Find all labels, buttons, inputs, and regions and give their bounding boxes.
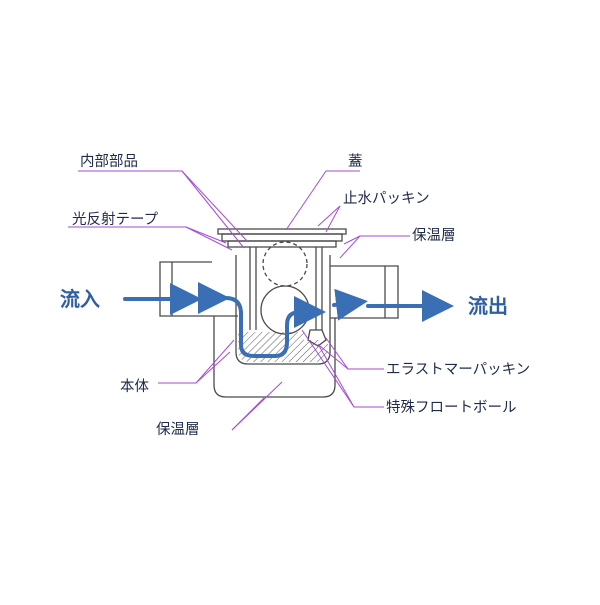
label-insulation-top: 保温層 <box>412 227 456 244</box>
device-drawing <box>159 228 399 398</box>
label-lid: 蓋 <box>348 153 363 170</box>
label-stop-packing: 止水パッキン <box>343 190 430 207</box>
label-reflective-tape: 光反射テープ <box>72 211 159 228</box>
label-body: 本体 <box>120 378 149 395</box>
label-inlet: 流入 <box>60 287 100 311</box>
label-internal-parts: 内部部品 <box>80 153 138 170</box>
inlet-pipe <box>159 261 238 317</box>
lid <box>217 228 347 248</box>
internal-guide <box>249 247 323 330</box>
float-ball-raised <box>262 241 308 287</box>
leader-lines <box>68 170 410 431</box>
body-vessel <box>235 255 331 365</box>
label-elastomer-packing: エラストマーパッキン <box>386 361 530 378</box>
label-insulation-bottom: 保温層 <box>156 421 200 438</box>
internal-flow-arrow <box>224 296 326 358</box>
label-outlet: 流出 <box>468 294 508 318</box>
label-float-ball: 特殊フロートボール <box>386 399 517 416</box>
insulation-shell-bottom <box>213 316 336 398</box>
outlet-inner-arrow <box>332 288 368 321</box>
labels: 内部部品 蓋 止水パッキン 光反射テープ 保温層 本体 保温層 エラストマーパッ… <box>60 153 530 438</box>
outlet-pipe <box>330 265 399 319</box>
flow-arrows <box>123 282 454 358</box>
